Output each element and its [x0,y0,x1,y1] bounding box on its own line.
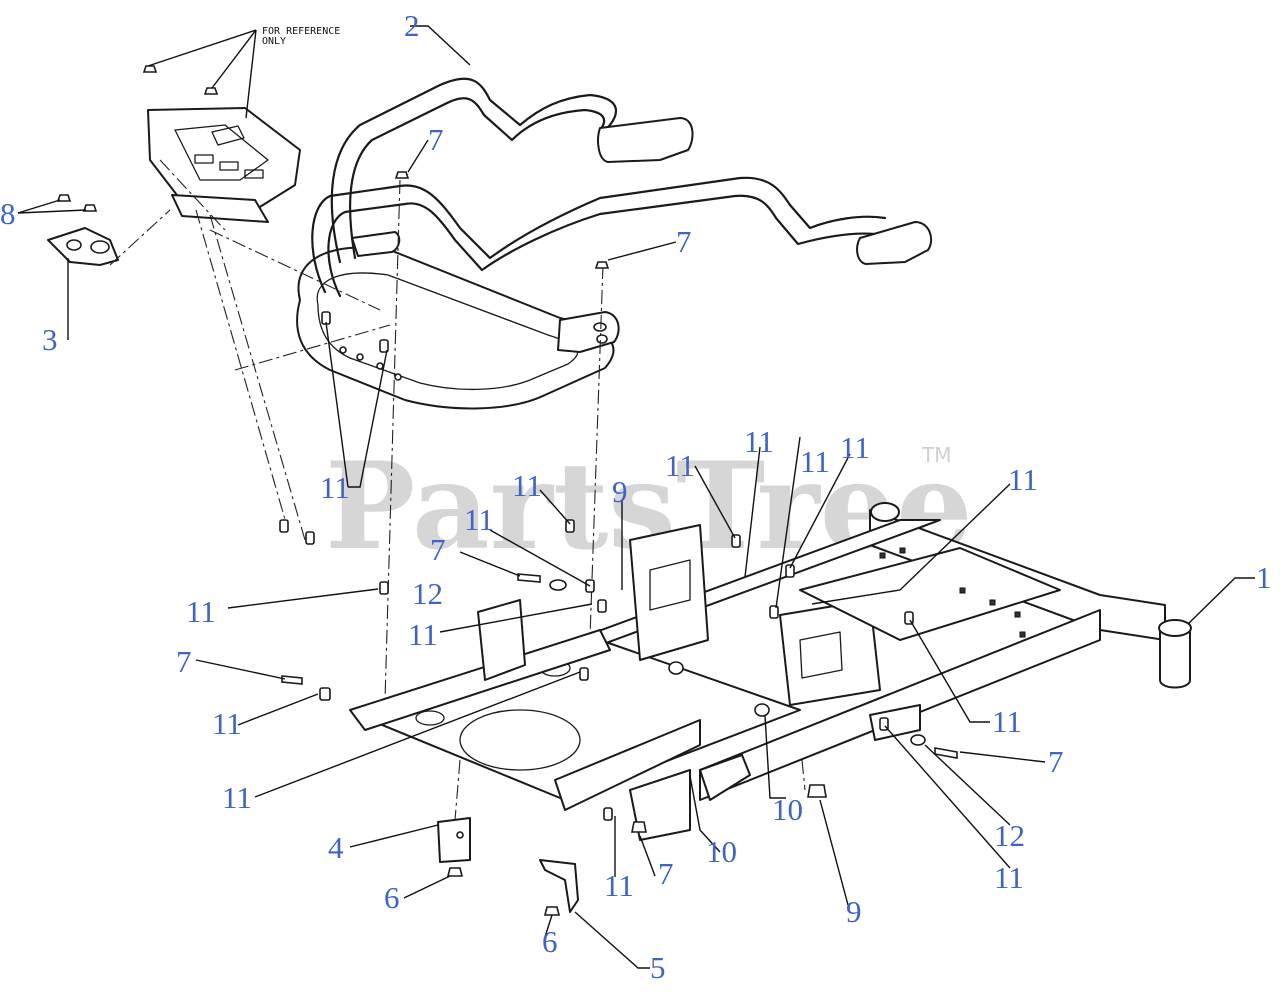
callout-11a: 11 [320,470,350,505]
callout-6a: 6 [384,880,400,915]
callout-11f: 11 [512,468,542,503]
callout-7a: 7 [428,122,444,157]
callout-6b: 6 [542,924,558,959]
callout-7d: 7 [176,644,192,679]
watermark-tm: TM [921,443,951,467]
callout-11g: 11 [464,502,494,537]
callout-11m: 11 [992,704,1022,739]
reference-bracket [147,107,301,223]
callout-2: 2 [404,8,420,43]
leader-lines [17,25,1255,969]
callout-11k: 11 [840,430,870,465]
callout-7f: 7 [658,856,674,891]
bracket-5 [539,859,579,913]
callout-7b: 7 [676,224,692,259]
reference-note-line1: FOR REFERENCE [262,26,340,37]
roll-bar [296,77,933,410]
hardware [56,65,958,916]
callout-11h: 11 [665,448,695,483]
callout-11j: 11 [800,444,830,479]
callout-11l: 11 [1008,462,1038,497]
bracket-4 [437,817,471,863]
callout-8: 8 [0,196,16,231]
reference-note-line2: ONLY [262,36,286,47]
callout-7e: 7 [1048,744,1064,779]
callout-12b: 12 [994,818,1025,853]
callout-11c: 11 [212,706,242,741]
callout-11i: 11 [744,424,774,459]
callout-11n: 11 [604,868,634,903]
callout-11e: 11 [408,617,438,652]
main-frame [349,502,1192,841]
callout-10a: 10 [706,834,737,869]
callout-5: 5 [650,950,666,985]
callout-11b: 11 [186,594,216,629]
callout-11d: 11 [222,780,252,815]
seat-plate [47,227,119,266]
callout-7c: 7 [430,532,446,567]
callout-4: 4 [328,830,344,865]
callout-9a: 9 [612,474,628,509]
callout-1: 1 [1256,560,1272,595]
callout-10b: 10 [772,792,803,827]
callout-9b: 9 [846,894,862,929]
callout-12a: 12 [412,576,443,611]
callout-11o: 11 [994,860,1024,895]
callout-3: 3 [42,322,58,357]
